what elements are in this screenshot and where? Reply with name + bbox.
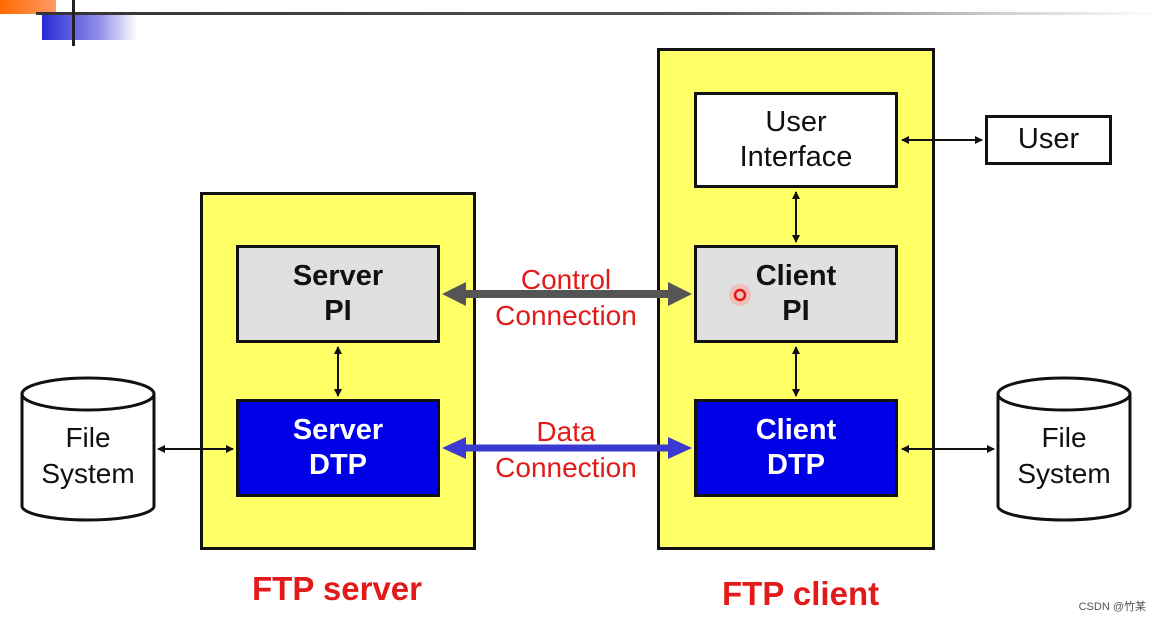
client-dtp-box: Client DTP (694, 399, 898, 497)
client-pi-box: Client PI (694, 245, 898, 343)
cursor-highlight (729, 284, 751, 306)
data-connection-label: Data Connection (495, 416, 637, 484)
ftp-client-caption: FTP client (722, 575, 880, 612)
server-dtp-box: Server DTP (236, 399, 440, 497)
file-system-left-label: File System (41, 422, 135, 489)
ftp-server-caption: FTP server (252, 570, 422, 607)
user-box: User (985, 115, 1112, 165)
watermark: CSDN @竹某 (1078, 601, 1146, 613)
decor-square-red (0, 0, 56, 14)
control-connection-label: Control Connection (495, 264, 637, 332)
file-system-right-cylinder (996, 376, 1132, 522)
file-system-right-label: File System (1017, 422, 1111, 489)
user-interface-box: User Interface (694, 92, 898, 188)
control-connection-arrow (442, 282, 692, 306)
decor-square-blue (42, 14, 137, 40)
header-rule (36, 12, 1160, 15)
data-connection-arrow (442, 437, 692, 459)
server-pi-box: Server PI (236, 245, 440, 343)
header-tick (72, 0, 75, 46)
file-system-left-cylinder (20, 376, 156, 522)
